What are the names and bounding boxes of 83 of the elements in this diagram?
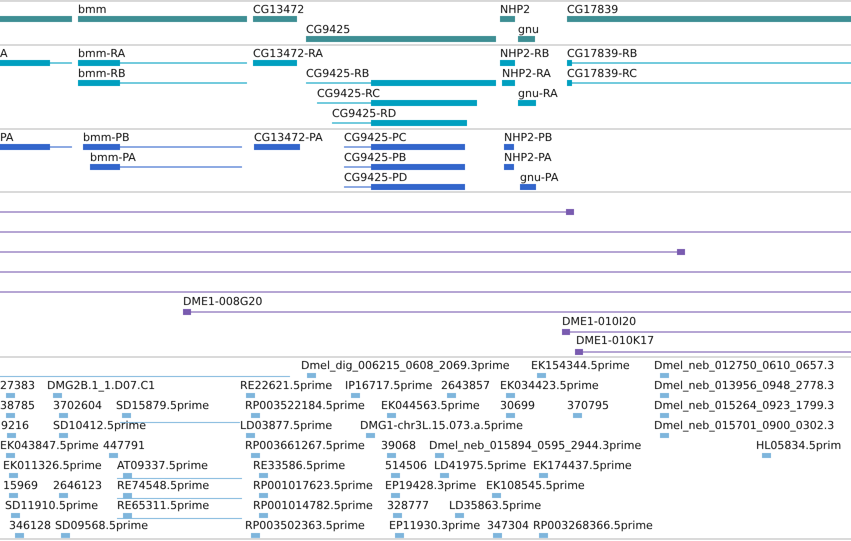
est-name: RP001017623.5prime xyxy=(253,479,373,492)
est-name: EK043847.5prime xyxy=(0,439,99,452)
est-name: Dmel_neb_013956_0948_2778.3 xyxy=(654,379,834,392)
est-name: RP003502363.5prime xyxy=(245,519,365,532)
feature-name: DME1-010K17 xyxy=(576,334,654,347)
est-name: 2646123 xyxy=(53,479,102,492)
est-name: 39068 xyxy=(381,439,416,452)
est-name: SD15879.5prime xyxy=(116,399,209,412)
feature-name: CG9425-RC xyxy=(317,87,380,100)
feature-name: CG13472-PA xyxy=(254,131,323,144)
est-name: EK174437.5prime xyxy=(533,459,632,472)
est-name: SD09568.5prime xyxy=(55,519,148,532)
est-name: 30699 xyxy=(500,399,535,412)
est-name: 346128 xyxy=(9,519,51,532)
feature-name: CG17839-RC xyxy=(567,67,637,80)
feature-name: CG17839 xyxy=(567,3,618,16)
est-name: Dmel_neb_015701_0900_0302.3 xyxy=(654,419,834,432)
feature-name: NHP2-PA xyxy=(504,151,552,164)
feature-name: NHP2-RB xyxy=(500,47,550,60)
feature-name: CG9425-PD xyxy=(344,171,408,184)
est-name: RE74548.5prime xyxy=(117,479,210,492)
est-name: 514506 xyxy=(385,459,427,472)
est-name: EP19428.3prime xyxy=(385,479,476,492)
feature-name: PA xyxy=(0,131,14,144)
est-name: LD41975.5prime xyxy=(434,459,526,472)
est-name: 9216 xyxy=(1,419,29,432)
est-name: LD03877.5prime xyxy=(240,419,332,432)
feature-name: bmm-RB xyxy=(78,67,126,80)
est-name: EP11930.3prime xyxy=(389,519,480,532)
feature-name: CG9425 xyxy=(306,23,350,36)
est-name: 38785 xyxy=(0,399,35,412)
feature-name: gnu-RA xyxy=(518,87,558,100)
feature-name: CG9425-RB xyxy=(306,67,370,80)
est-name: RE22621.5prime xyxy=(240,379,332,392)
est-name: Dmel_neb_015894_0595_2944.3prime xyxy=(429,439,642,452)
feature-name: CG13472-RA xyxy=(253,47,323,60)
est-name: 27383 xyxy=(0,379,35,392)
est-name: 328777 xyxy=(387,499,429,512)
est-name: RE33586.5prime xyxy=(253,459,346,472)
feature-name: CG13472 xyxy=(253,3,304,16)
est-name: EK044563.5prime xyxy=(381,399,480,412)
est-name: 347304 xyxy=(487,519,529,532)
feature-name: CG17839-RB xyxy=(567,47,638,60)
feature-name: NHP2 xyxy=(500,3,530,16)
feature-name: bmm xyxy=(78,3,106,16)
est-name: 447791 xyxy=(103,439,145,452)
est-name: Dmel_neb_012750_0610_0657.3 xyxy=(654,359,834,372)
est-name: 2643857 xyxy=(441,379,490,392)
feature-name: DME1-010I20 xyxy=(562,315,636,328)
est-name: DMG1-chr3L.15.073.a.5prime xyxy=(360,419,523,432)
est-name: RP001014782.5prime xyxy=(253,499,373,512)
est-name: Dmel_neb_015264_0923_1799.3 xyxy=(654,399,834,412)
est-name: HL05834.5prim xyxy=(756,439,842,452)
est-name: DMG2B.1_1.D07.C1 xyxy=(47,379,156,392)
est-name: EK108545.5prime xyxy=(486,479,585,492)
est-name: 3702604 xyxy=(53,399,102,412)
feature-name: NHP2-PB xyxy=(504,131,552,144)
est-name: SD11910.5prime xyxy=(5,499,98,512)
feature-name: bmm-PA xyxy=(90,151,136,164)
est-name: RP003522184.5prime xyxy=(245,399,365,412)
est-name: 370795 xyxy=(567,399,609,412)
feature-name: CG9425-PB xyxy=(344,151,406,164)
est-name: AT09337.5prime xyxy=(117,459,208,472)
feature-name: bmm-PB xyxy=(83,131,130,144)
feature-name: NHP2-RA xyxy=(502,67,551,80)
feature-name: A xyxy=(0,47,8,60)
est-name: EK011326.5prime xyxy=(3,459,102,472)
feature-name: CG9425-PC xyxy=(344,131,406,144)
est-name: LD35863.5prime xyxy=(449,499,542,512)
feature-name: bmm-RA xyxy=(78,47,126,60)
feature-name: DME1-008G20 xyxy=(183,295,262,308)
est-name: SD10412.5prime xyxy=(53,419,146,432)
est-name: EK154344.5prime xyxy=(531,359,630,372)
feature-name: CG9425-RD xyxy=(332,107,396,120)
est-name: 15969 xyxy=(3,479,38,492)
feature-name: gnu xyxy=(518,23,539,36)
est-name: RP003661267.5prime xyxy=(245,439,365,452)
est-name: Dmel_dig_006215_0608_2069.3prime xyxy=(301,359,510,372)
est-name: RP003268366.5prime xyxy=(533,519,653,532)
feature-name: gnu-PA xyxy=(520,171,558,184)
est-name: RE65311.5prime xyxy=(117,499,210,512)
est-name: IP16717.5prime xyxy=(345,379,432,392)
est-name: EK034423.5prime xyxy=(500,379,599,392)
